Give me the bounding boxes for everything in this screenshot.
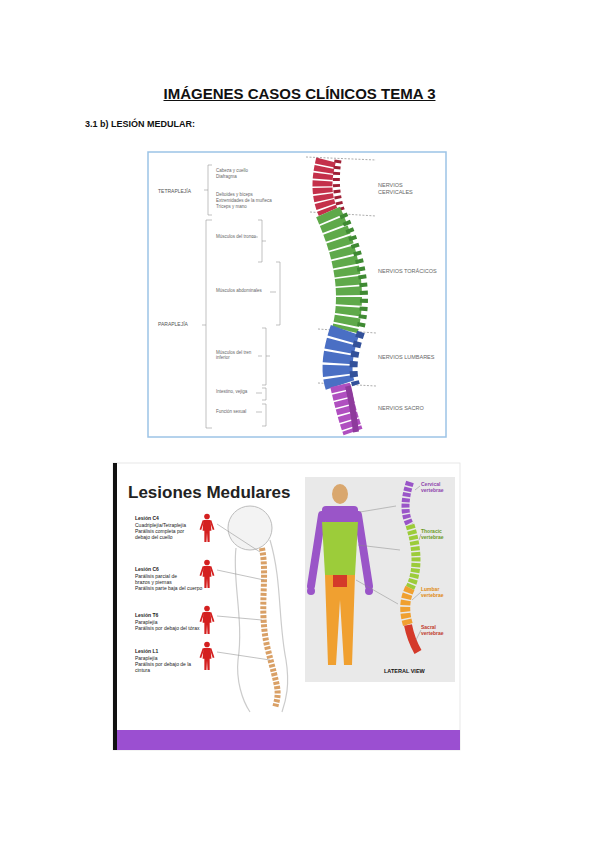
slide-bar [113,463,117,750]
bracket [258,328,270,385]
figure-frame [148,152,446,437]
region-label: Cervical vertebrae [421,481,455,493]
photo-panel [305,477,455,682]
lesion-level: Lesión C4 [135,515,205,521]
muscle-label: Músculos del tronco [216,234,286,239]
leader-line [360,506,396,512]
slide-frame [113,463,460,750]
leader-line [416,630,421,640]
arms [311,515,369,586]
lesion-desc: Cuadriplejía/Tetraplejía [135,522,205,528]
leader-line [412,592,421,600]
slide-title: Lesiones Medulares [128,483,308,503]
lesion-level: Lesión L1 [135,648,205,654]
nerve-label: NERVIOS LUMBARES [378,354,458,361]
bracket [256,388,266,400]
body-icon [200,560,213,588]
muscle-label: Tríceps y mano [216,204,286,209]
region-label: Lumbar vertebrae [421,586,455,598]
body-icon [200,514,213,542]
head [332,484,348,504]
body-icon [200,642,213,670]
lesion-desc: Parálisis parcial de brazos y piernas [135,573,193,585]
skull [228,506,272,550]
cervical-spine [406,482,411,525]
muscle-label: Función sexual [216,409,286,414]
pelvis [333,575,347,587]
bracket [270,262,280,325]
hand [365,587,373,595]
leader-line [358,545,400,550]
torso [322,522,358,575]
legs [325,575,355,665]
lumbar-spine [405,588,410,625]
body-outline [235,548,250,712]
bracket [252,220,266,262]
thoracic-spine [410,525,416,588]
shoulders [322,506,358,522]
nerve-label: NERVIOS TORÁCICOS [378,268,458,275]
lumbar-spine [338,330,345,385]
leader-line [217,570,264,580]
bracket [202,220,212,428]
page-title: IMÁGENES CASOS CLÍNICOS TEMA 3 [0,85,599,103]
lesion-desc: Parálisis completa por debajo del cuello [135,528,193,540]
bracket [256,404,266,426]
cervical-process [336,160,342,212]
leader-line [217,524,260,552]
lesion-desc: Parálisis por debajo de la cintura [135,661,193,673]
hand [307,587,315,595]
group-label: TETRAPLEJÍA [158,188,206,194]
cervical-spine [322,160,328,212]
slide-band [117,730,460,750]
muscle-label: Deltoides y bíceps [216,192,286,197]
spine-drawing [262,548,278,708]
view-label: LATERAL VIEW [384,668,444,675]
group-label: PARAPLEJÍA [158,321,206,327]
muscle-label: Intestino, vejiga [216,389,286,394]
muscle-label: Cabeza y cuello [216,168,286,173]
muscle-label: Extremidades de la muñeca [216,198,296,203]
lesion-level: Lesión T6 [135,612,205,618]
leader-line [217,652,270,660]
muscle-label: Músculos abdominales [216,288,286,293]
lesion-desc: Parálisis por debajo del tórax [135,625,205,631]
body-icon [200,606,213,634]
lesion-desc: Paraplejía [135,655,205,661]
region-label: Sacral vertebrae [421,624,455,636]
leader-line [415,486,420,490]
leader-line [419,534,421,540]
thoracic-spine [328,212,349,330]
leader-line [356,580,398,604]
sacral-process [348,386,356,432]
lesion-level: Lesión C6 [135,566,205,572]
region-label: Thoracic vertebrae [421,528,455,540]
muscle-label: Músculos del tren inferior [216,350,260,361]
lumbar-process [354,332,361,385]
muscle-label: Diafragma [216,174,286,179]
lesion-desc: Paraplejía [135,619,205,625]
leader-line [217,616,262,620]
section-heading: 3.1 b) LESIÓN MEDULAR: [85,119,305,130]
nerve-label: NERVIOS SACRO [378,405,458,412]
bracket [204,165,212,215]
nerve-label: NERVIOS CERVICALES [378,182,424,195]
lesion-desc: Parálisis parte baja del cuerpo [135,585,205,591]
thoracic-process [343,214,364,330]
